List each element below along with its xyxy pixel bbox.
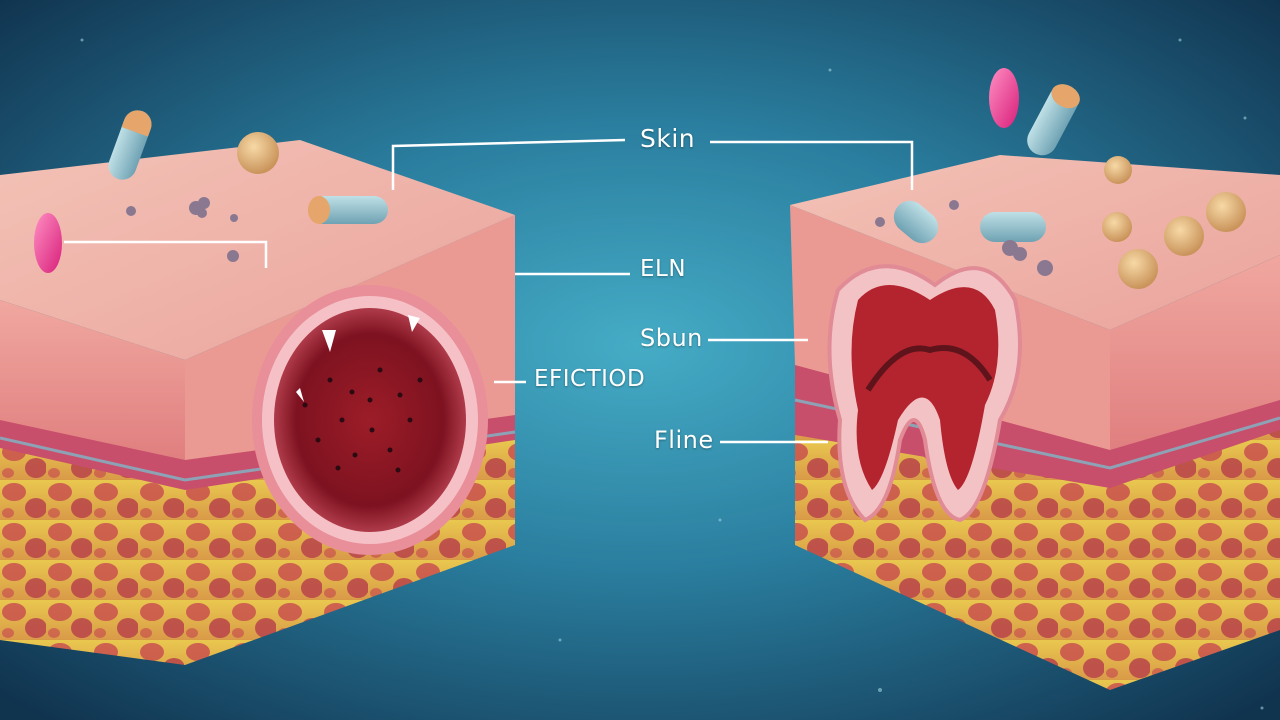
capsule-icon (308, 196, 388, 224)
round-tablet-icon (237, 132, 279, 174)
right-skin-surface (790, 155, 1280, 330)
label-skin: Skin (640, 124, 696, 153)
label-fline: Fline (654, 426, 714, 454)
label-eln: ELN (640, 256, 687, 282)
particle-cluster-icon (126, 197, 1053, 276)
capsule-icon (893, 200, 939, 244)
round-tablet-icon (1102, 212, 1132, 242)
round-tablet-icon (1104, 156, 1132, 184)
left-wound-cavity (274, 308, 466, 532)
left-side-front (0, 300, 185, 460)
round-tablet-icon (1164, 216, 1204, 256)
label-sbun: Sbun (640, 324, 703, 352)
leader-line-pill (64, 240, 268, 268)
leader-line-skin-left (391, 138, 626, 190)
capsule-icon (980, 212, 1046, 242)
label-efection: EFICTIOD (534, 366, 646, 392)
wound-debris (302, 367, 423, 473)
right-fat-layer (795, 425, 1280, 690)
right-skin-block (790, 155, 1280, 690)
round-tablet-icon (1118, 249, 1158, 289)
left-skin-block (0, 140, 516, 665)
leader-line-skin-right (710, 140, 914, 190)
right-side-front (1110, 255, 1280, 450)
round-tablet-icon (1206, 192, 1246, 232)
capsule-icon (108, 110, 152, 180)
background-sparkles (80, 38, 1264, 710)
right-wound-inner (851, 285, 999, 490)
capsule-icon (1027, 84, 1080, 156)
pill-icon (34, 213, 62, 273)
leader-lines (64, 138, 914, 444)
left-skin-surface (0, 140, 515, 360)
pill-icon (989, 68, 1019, 128)
